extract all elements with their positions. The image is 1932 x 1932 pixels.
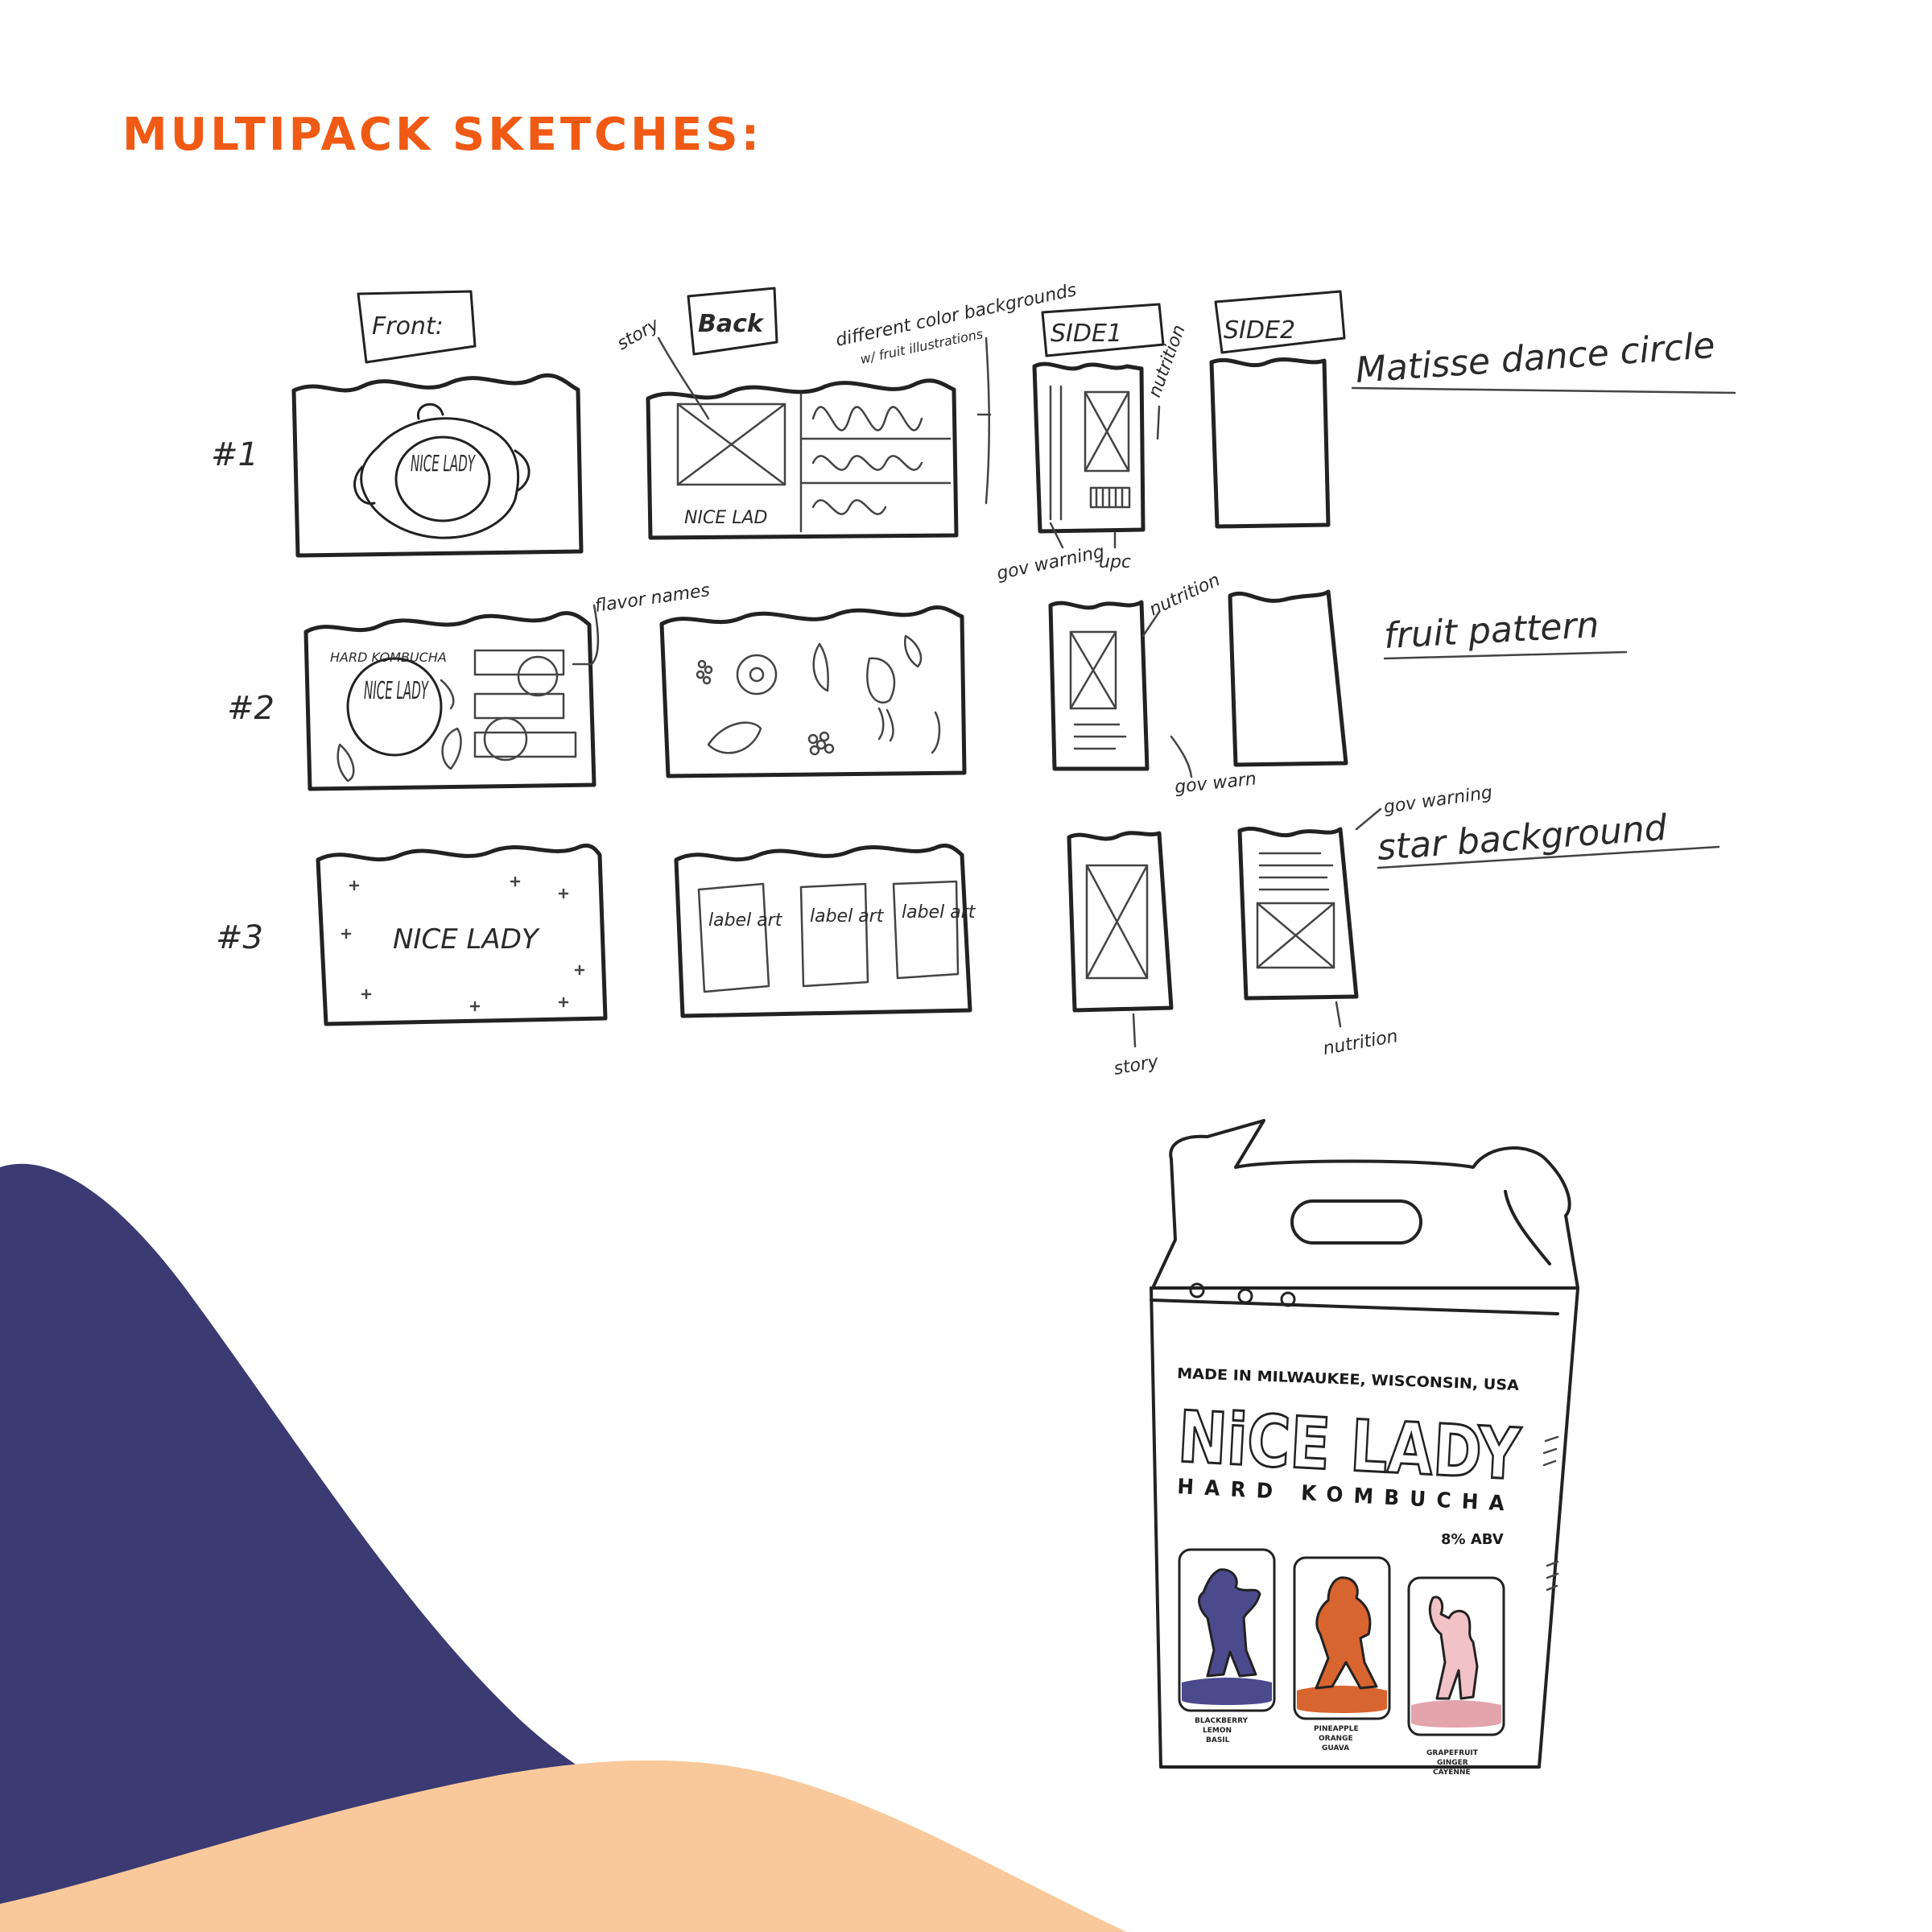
can2-line2: ORANGE	[1319, 1735, 1353, 1743]
can2-line3: GUAVA	[1322, 1744, 1349, 1752]
sketch-row3-side2	[1237, 826, 1359, 1001]
annotations: story different color backgrounds w/ fru…	[572, 280, 1493, 1080]
sketch-row1-side1	[1032, 361, 1146, 534]
annotation-nutrition-row1: nutrition	[1145, 322, 1190, 400]
annotation-gov-warn-row2: gov warn	[1174, 769, 1257, 798]
label-front: Front:	[357, 290, 477, 364]
annotation-story-bottom: story	[1113, 1051, 1161, 1079]
navy-wave	[0, 1163, 773, 1932]
can-grapefruit: GRAPEFRUIT GINGER CAYENNE	[1407, 1576, 1505, 1777]
concept-matisse: Matisse dance circle	[1354, 325, 1716, 391]
page-title: MULTIPACK SKETCHES:	[122, 109, 763, 161]
can2-line1: PINEAPPLE	[1314, 1725, 1359, 1733]
row2-front-logo: NICE LADY	[364, 677, 429, 705]
annotation-story-top: story	[614, 314, 664, 354]
concept-labels: Matisse dance circle fruit pattern star …	[1351, 325, 1736, 869]
can-blackberry: BLACKBERRY LEMON BASIL	[1178, 1548, 1276, 1744]
row3-back-label-2: label art	[810, 906, 885, 927]
peach-wave	[0, 1760, 1127, 1932]
sketch-row2-front: HARD KOMBUCHA NICE LADY	[303, 611, 597, 791]
label-side2: SIDE2	[1214, 290, 1346, 354]
annotation-nutrition-row3: nutrition	[1322, 1026, 1400, 1059]
row1-back-text: NICE LAD	[684, 508, 767, 528]
sketch-row2-back	[659, 605, 967, 778]
row3-back-label-3: label art	[902, 902, 976, 923]
can3-line1: GRAPEFRUIT	[1426, 1749, 1479, 1757]
sketch-row1-side2	[1209, 357, 1331, 529]
can-pineapple: PINEAPPLE ORANGE GUAVA	[1293, 1556, 1391, 1752]
label-side1-text: SIDE1	[1051, 320, 1122, 348]
annotation-gov-warning-row3: gov warning	[1382, 782, 1493, 818]
box-abv: 8% ABV	[1441, 1531, 1504, 1548]
sketch-row3-back: label art label art label art	[674, 843, 976, 1018]
annotation-upc: upc	[1099, 552, 1131, 572]
sketch-row2-side1	[1048, 600, 1150, 771]
sketch-row1-back: NICE LAD	[646, 378, 959, 540]
annotation-flavor-names: flavor names	[593, 580, 711, 617]
row-label-3: #3	[216, 919, 263, 956]
label-back: Back	[687, 287, 778, 356]
row1-front-logo: NICE LADY	[411, 450, 476, 477]
can1-line3: BASIL	[1206, 1736, 1230, 1744]
sketch-row3-front: NICE LADY	[316, 843, 608, 1026]
row-label-2: #2	[227, 690, 275, 727]
box-made-in: MADE IN MILWAUKEE, WISCONSIN, USA	[1177, 1365, 1520, 1394]
sketch-row2-side2	[1228, 589, 1348, 767]
annotation-gov-warning-row1: gov warning	[995, 542, 1106, 584]
row2-front-hard-kombucha: HARD KOMBUCHA	[330, 650, 447, 665]
can3-line3: CAYENNE	[1433, 1769, 1471, 1777]
can3-line2: GINGER	[1437, 1759, 1468, 1767]
box-brand-logo: NiCE LADY	[1176, 1395, 1523, 1496]
sketch-row1-front: NICE LADY	[291, 373, 584, 558]
multipack-box-sketch: MADE IN MILWAUKEE, WISCONSIN, USA NiCE L…	[1150, 1119, 1579, 1777]
can1-line2: LEMON	[1203, 1727, 1232, 1735]
sketch-row3-side1	[1067, 831, 1174, 1013]
label-side2-text: SIDE2	[1224, 316, 1295, 345]
label-back-text: Back	[698, 310, 765, 338]
label-front-text: Front:	[372, 312, 444, 341]
can1-line1: BLACKBERRY	[1195, 1717, 1249, 1725]
row-label-1: #1	[211, 436, 258, 473]
row3-front-logo: NICE LADY	[393, 923, 540, 956]
row3-back-label-1: label art	[708, 910, 783, 931]
concept-fruit-pattern: fruit pattern	[1383, 605, 1600, 657]
label-side1: SIDE1	[1041, 303, 1165, 357]
